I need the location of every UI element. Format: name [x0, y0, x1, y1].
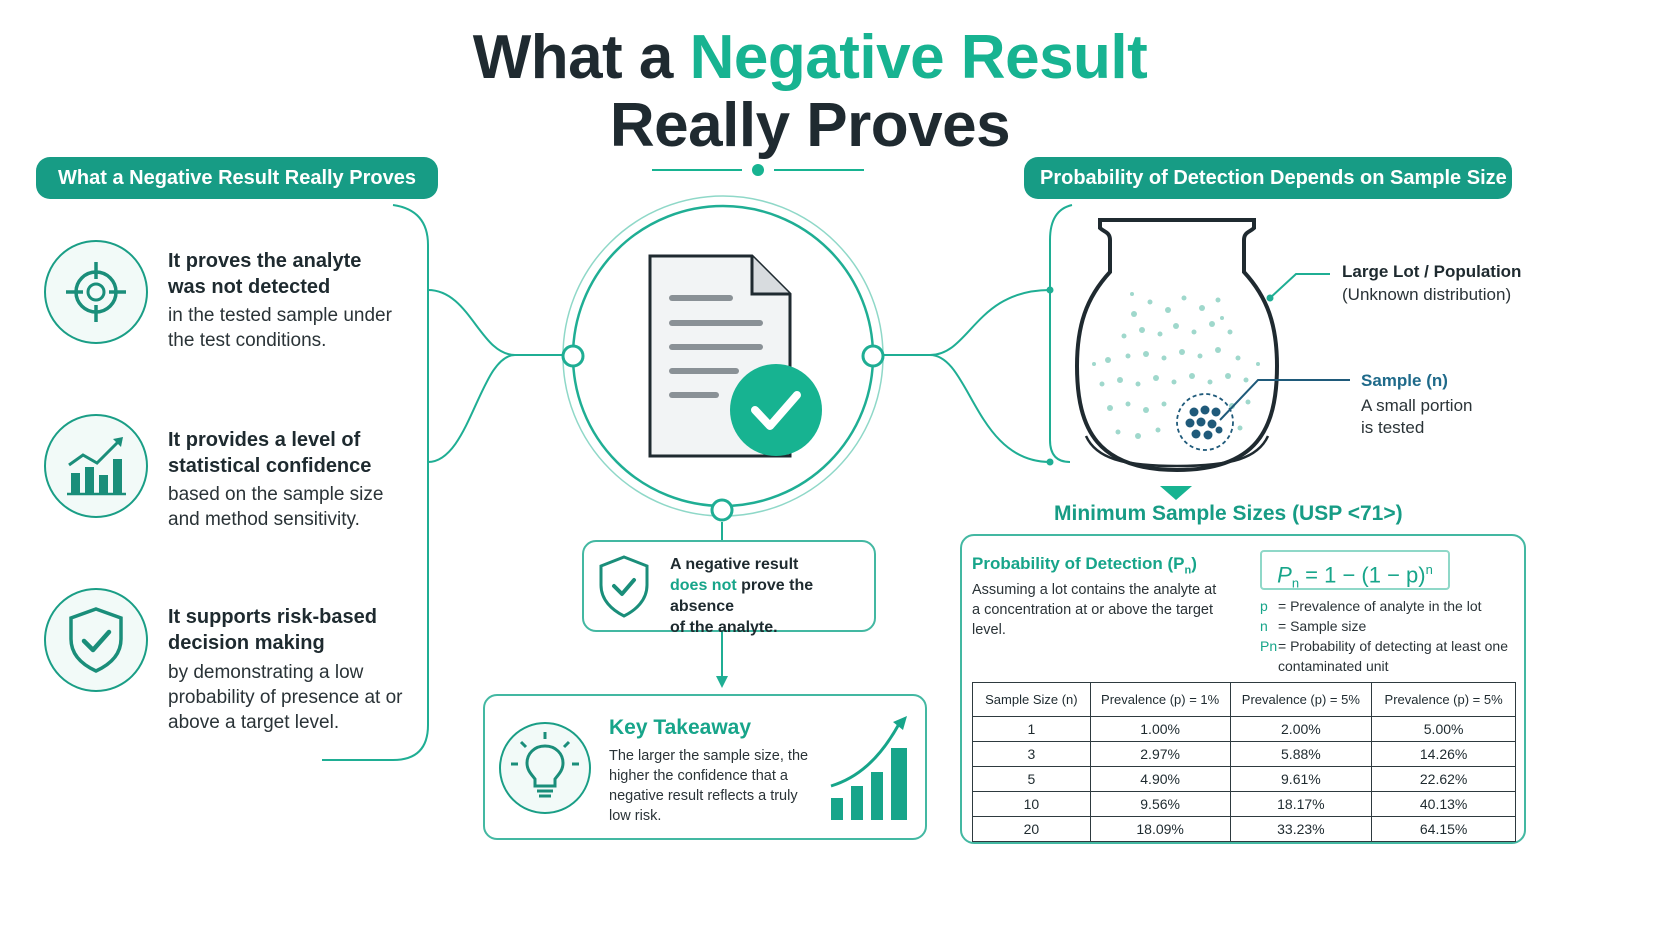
left-panel-header: What a Negative Result Really Proves — [36, 157, 438, 199]
table-header-cell: Prevalence (p) = 5% — [1371, 682, 1516, 717]
note-highlight: does not — [670, 577, 737, 594]
table-cell: 2.97% — [1089, 741, 1231, 767]
item2-body: based on the sample size and method sens… — [168, 484, 384, 530]
item3-body: by demonstrating a low probability of pr… — [168, 662, 403, 733]
item1-body: in the tested sample under the test cond… — [168, 305, 392, 351]
formula-sub: n — [1291, 575, 1300, 591]
legend-n: n = Sample size — [1260, 616, 1526, 636]
sample-label: Sample (n) — [1361, 371, 1448, 390]
note-line2-rest: prove the absence — [670, 577, 814, 615]
table-cell: 4.90% — [1089, 766, 1231, 792]
sample-sublabel-2: is tested — [1361, 418, 1425, 437]
table-header-cell: Prevalence (p) = 1% — [1089, 682, 1231, 717]
item3-icon-circle — [44, 588, 148, 692]
page-title: What a Negative Result — [0, 24, 1620, 92]
page-title-line2: Really Proves — [609, 91, 1011, 160]
growth-chart-icon — [830, 716, 907, 820]
lot-label: Large Lot / Population — [1342, 262, 1522, 281]
table-cell: 1 — [972, 716, 1091, 742]
key-takeaway-box: Key Takeaway The larger the sample size,… — [483, 694, 927, 840]
legend-pn: Pn= Probability of detecting at least on… — [1260, 636, 1526, 676]
table-cell: 1.00% — [1089, 716, 1231, 742]
legend-n-text: = Sample size — [1278, 618, 1367, 634]
item2-title: It provides a level of statistical confi… — [168, 429, 372, 477]
formula-box: Pn = 1 − (1 − p)n — [1260, 550, 1450, 591]
negative-result-note: A negative result does not prove the abs… — [582, 540, 876, 636]
pod-title-sub: n — [1184, 564, 1192, 577]
formula-sup: n — [1425, 562, 1433, 577]
table-cell: 2.00% — [1229, 716, 1373, 742]
jar-illustration — [1074, 218, 1280, 473]
target-icon — [66, 262, 126, 322]
bar-chart-icon — [67, 437, 126, 496]
table-header-cell: Prevalence (p) = 5% — [1229, 682, 1373, 717]
legend-p-key: p — [1260, 598, 1268, 614]
jar-callouts — [1219, 273, 1350, 421]
title-divider — [652, 164, 864, 176]
legend-pn-key: Pn — [1260, 638, 1278, 654]
formula-legend: p = Prevalence of analyte in the lot n = S… — [1260, 596, 1526, 676]
table-cell: 18.17% — [1229, 791, 1373, 817]
table-cell: 5.00% — [1371, 716, 1516, 742]
table-cell: 3 — [972, 741, 1091, 767]
lightbulb-icon-circle — [499, 722, 591, 814]
sample-size-table: Sample Size (n) Prevalence (p) = 1% Prev… — [972, 682, 1516, 842]
probability-box: Probability of Detection (Pn) Assuming a… — [960, 534, 1526, 844]
table-section-title: Minimum Sample Sizes (USP <71>) — [1054, 502, 1403, 525]
formula-p: P — [1277, 562, 1292, 588]
note-text: A negative result does not prove the abs… — [670, 554, 878, 638]
table-cell: 9.61% — [1229, 766, 1373, 792]
table-header-row: Sample Size (n) Prevalence (p) = 1% Prev… — [972, 682, 1516, 717]
pod-title-text: Probability of Detection (P — [972, 554, 1185, 573]
table-cell: 9.56% — [1089, 791, 1231, 817]
lot-sublabel: (Unknown distribution) — [1342, 285, 1512, 304]
table-cell: 18.09% — [1089, 816, 1231, 842]
legend-p-text: = Prevalence of analyte in the lot — [1278, 598, 1482, 614]
legend-p: p = Prevalence of analyte in the lot — [1260, 596, 1526, 616]
table-cell: 20 — [972, 816, 1091, 842]
item1-title: It proves the analyte was not detected — [168, 250, 362, 298]
sample-sublabel-1: A small portion — [1361, 396, 1473, 415]
table-cell: 64.15% — [1371, 816, 1516, 842]
title-accent: Negative Result — [689, 23, 1148, 92]
pod-title-close: ) — [1191, 554, 1197, 573]
note-line2: does not prove the absence — [670, 575, 878, 617]
table-header-cell: Sample Size (n) — [972, 682, 1091, 717]
table-cell: 5 — [972, 766, 1091, 792]
item2-icon-circle — [44, 414, 148, 518]
title-part1: What a — [472, 23, 690, 92]
note-line1: A negative result — [670, 556, 799, 573]
lightbulb-icon — [511, 732, 579, 798]
table-cell: 40.13% — [1371, 791, 1516, 817]
shield-check-icon — [599, 555, 649, 618]
right-panel-header: Probability of Detection Depends on Samp… — [1024, 157, 1512, 199]
table-cell: 5.88% — [1229, 741, 1373, 767]
table-cell: 10 — [972, 791, 1091, 817]
takeaway-title: Key Takeaway — [609, 716, 752, 739]
table-cell: 14.26% — [1371, 741, 1516, 767]
table-cell: 22.62% — [1371, 766, 1516, 792]
item1-icon-circle — [44, 240, 148, 344]
formula-rest: = 1 − (1 − p) — [1299, 562, 1426, 588]
document-check-illustration — [561, 195, 885, 522]
table-cell: 33.23% — [1229, 816, 1373, 842]
takeaway-body: The larger the sample size, the higher t… — [609, 748, 809, 824]
legend-pn-text: = Probability of detecting at least one … — [1278, 638, 1508, 674]
item3-title: It supports risk-based decision making — [168, 606, 377, 654]
legend-n-key: n — [1260, 618, 1268, 634]
shield-check-icon — [69, 607, 123, 673]
note-line3: of the analyte. — [670, 619, 778, 636]
pod-description: Assuming a lot contains the analyte at a… — [972, 582, 1217, 638]
pod-title: Probability of Detection (Pn) — [972, 554, 1197, 576]
